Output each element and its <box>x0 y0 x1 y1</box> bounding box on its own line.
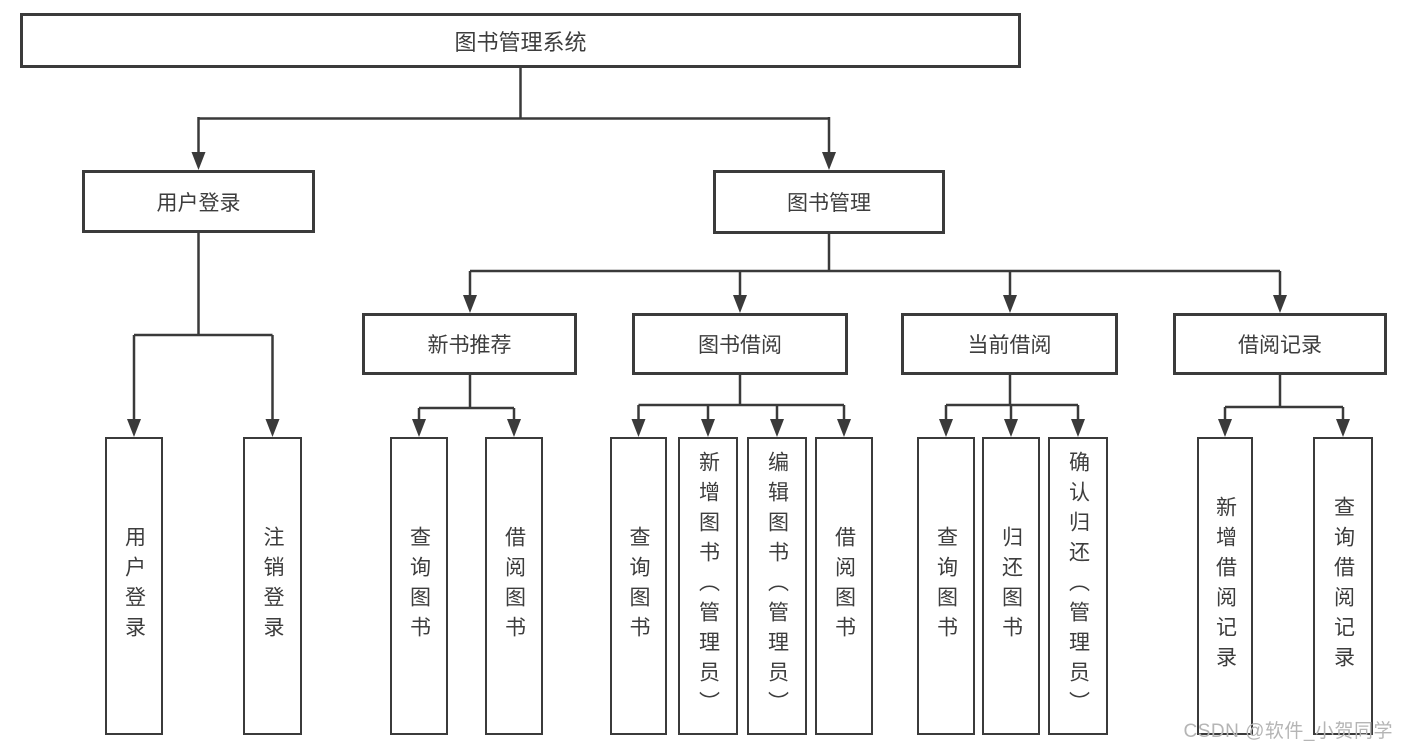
leaf-return-books-label: 归还图书 <box>999 526 1023 646</box>
leaf-query-borrow-record: 查询借阅记录 <box>1313 437 1373 735</box>
leaf-edit-book-admin: 编辑图书（管理员） <box>747 437 807 735</box>
leaf-confirm-return-admin-label: 确认归还（管理员） <box>1066 451 1090 721</box>
node-root: 图书管理系统 <box>20 13 1021 68</box>
leaf-user-login-label: 用户登录 <box>122 526 146 646</box>
leaf-edit-book-admin-label: 编辑图书（管理员） <box>765 451 789 721</box>
leaf-return-books: 归还图书 <box>982 437 1040 735</box>
leaf-recommend-query-books: 查询图书 <box>390 437 448 735</box>
leaf-add-book-admin-label: 新增图书（管理员） <box>696 451 720 721</box>
leaf-logout: 注销登录 <box>243 437 302 735</box>
leaf-logout-label: 注销登录 <box>261 526 284 646</box>
leaf-recommend-borrow-books-label: 借阅图书 <box>502 526 526 646</box>
leaf-user-login: 用户登录 <box>105 437 163 735</box>
leaf-add-borrow-record-label: 新增借阅记录 <box>1213 496 1237 676</box>
node-book-borrow: 图书借阅 <box>632 313 848 375</box>
leaf-current-query-books-label: 查询图书 <box>934 526 958 646</box>
node-book-management: 图书管理 <box>713 170 945 234</box>
watermark: CSDN @软件_小贺同学 <box>1183 721 1393 742</box>
leaf-borrow-borrow-books-label: 借阅图书 <box>832 526 856 646</box>
leaf-current-query-books: 查询图书 <box>917 437 975 735</box>
leaf-borrow-query-books-label: 查询图书 <box>627 526 650 646</box>
leaf-add-borrow-record: 新增借阅记录 <box>1197 437 1253 735</box>
node-user-login: 用户登录 <box>82 170 315 233</box>
node-new-book-recommend: 新书推荐 <box>362 313 577 375</box>
node-current-borrow: 当前借阅 <box>901 313 1118 375</box>
leaf-query-borrow-record-label: 查询借阅记录 <box>1331 496 1355 676</box>
leaf-add-book-admin: 新增图书（管理员） <box>678 437 738 735</box>
node-borrow-records: 借阅记录 <box>1173 313 1387 375</box>
leaf-borrow-query-books: 查询图书 <box>610 437 667 735</box>
leaf-recommend-borrow-books: 借阅图书 <box>485 437 543 735</box>
leaf-confirm-return-admin: 确认归还（管理员） <box>1048 437 1108 735</box>
leaf-recommend-query-books-label: 查询图书 <box>407 526 431 646</box>
leaf-borrow-borrow-books: 借阅图书 <box>815 437 873 735</box>
